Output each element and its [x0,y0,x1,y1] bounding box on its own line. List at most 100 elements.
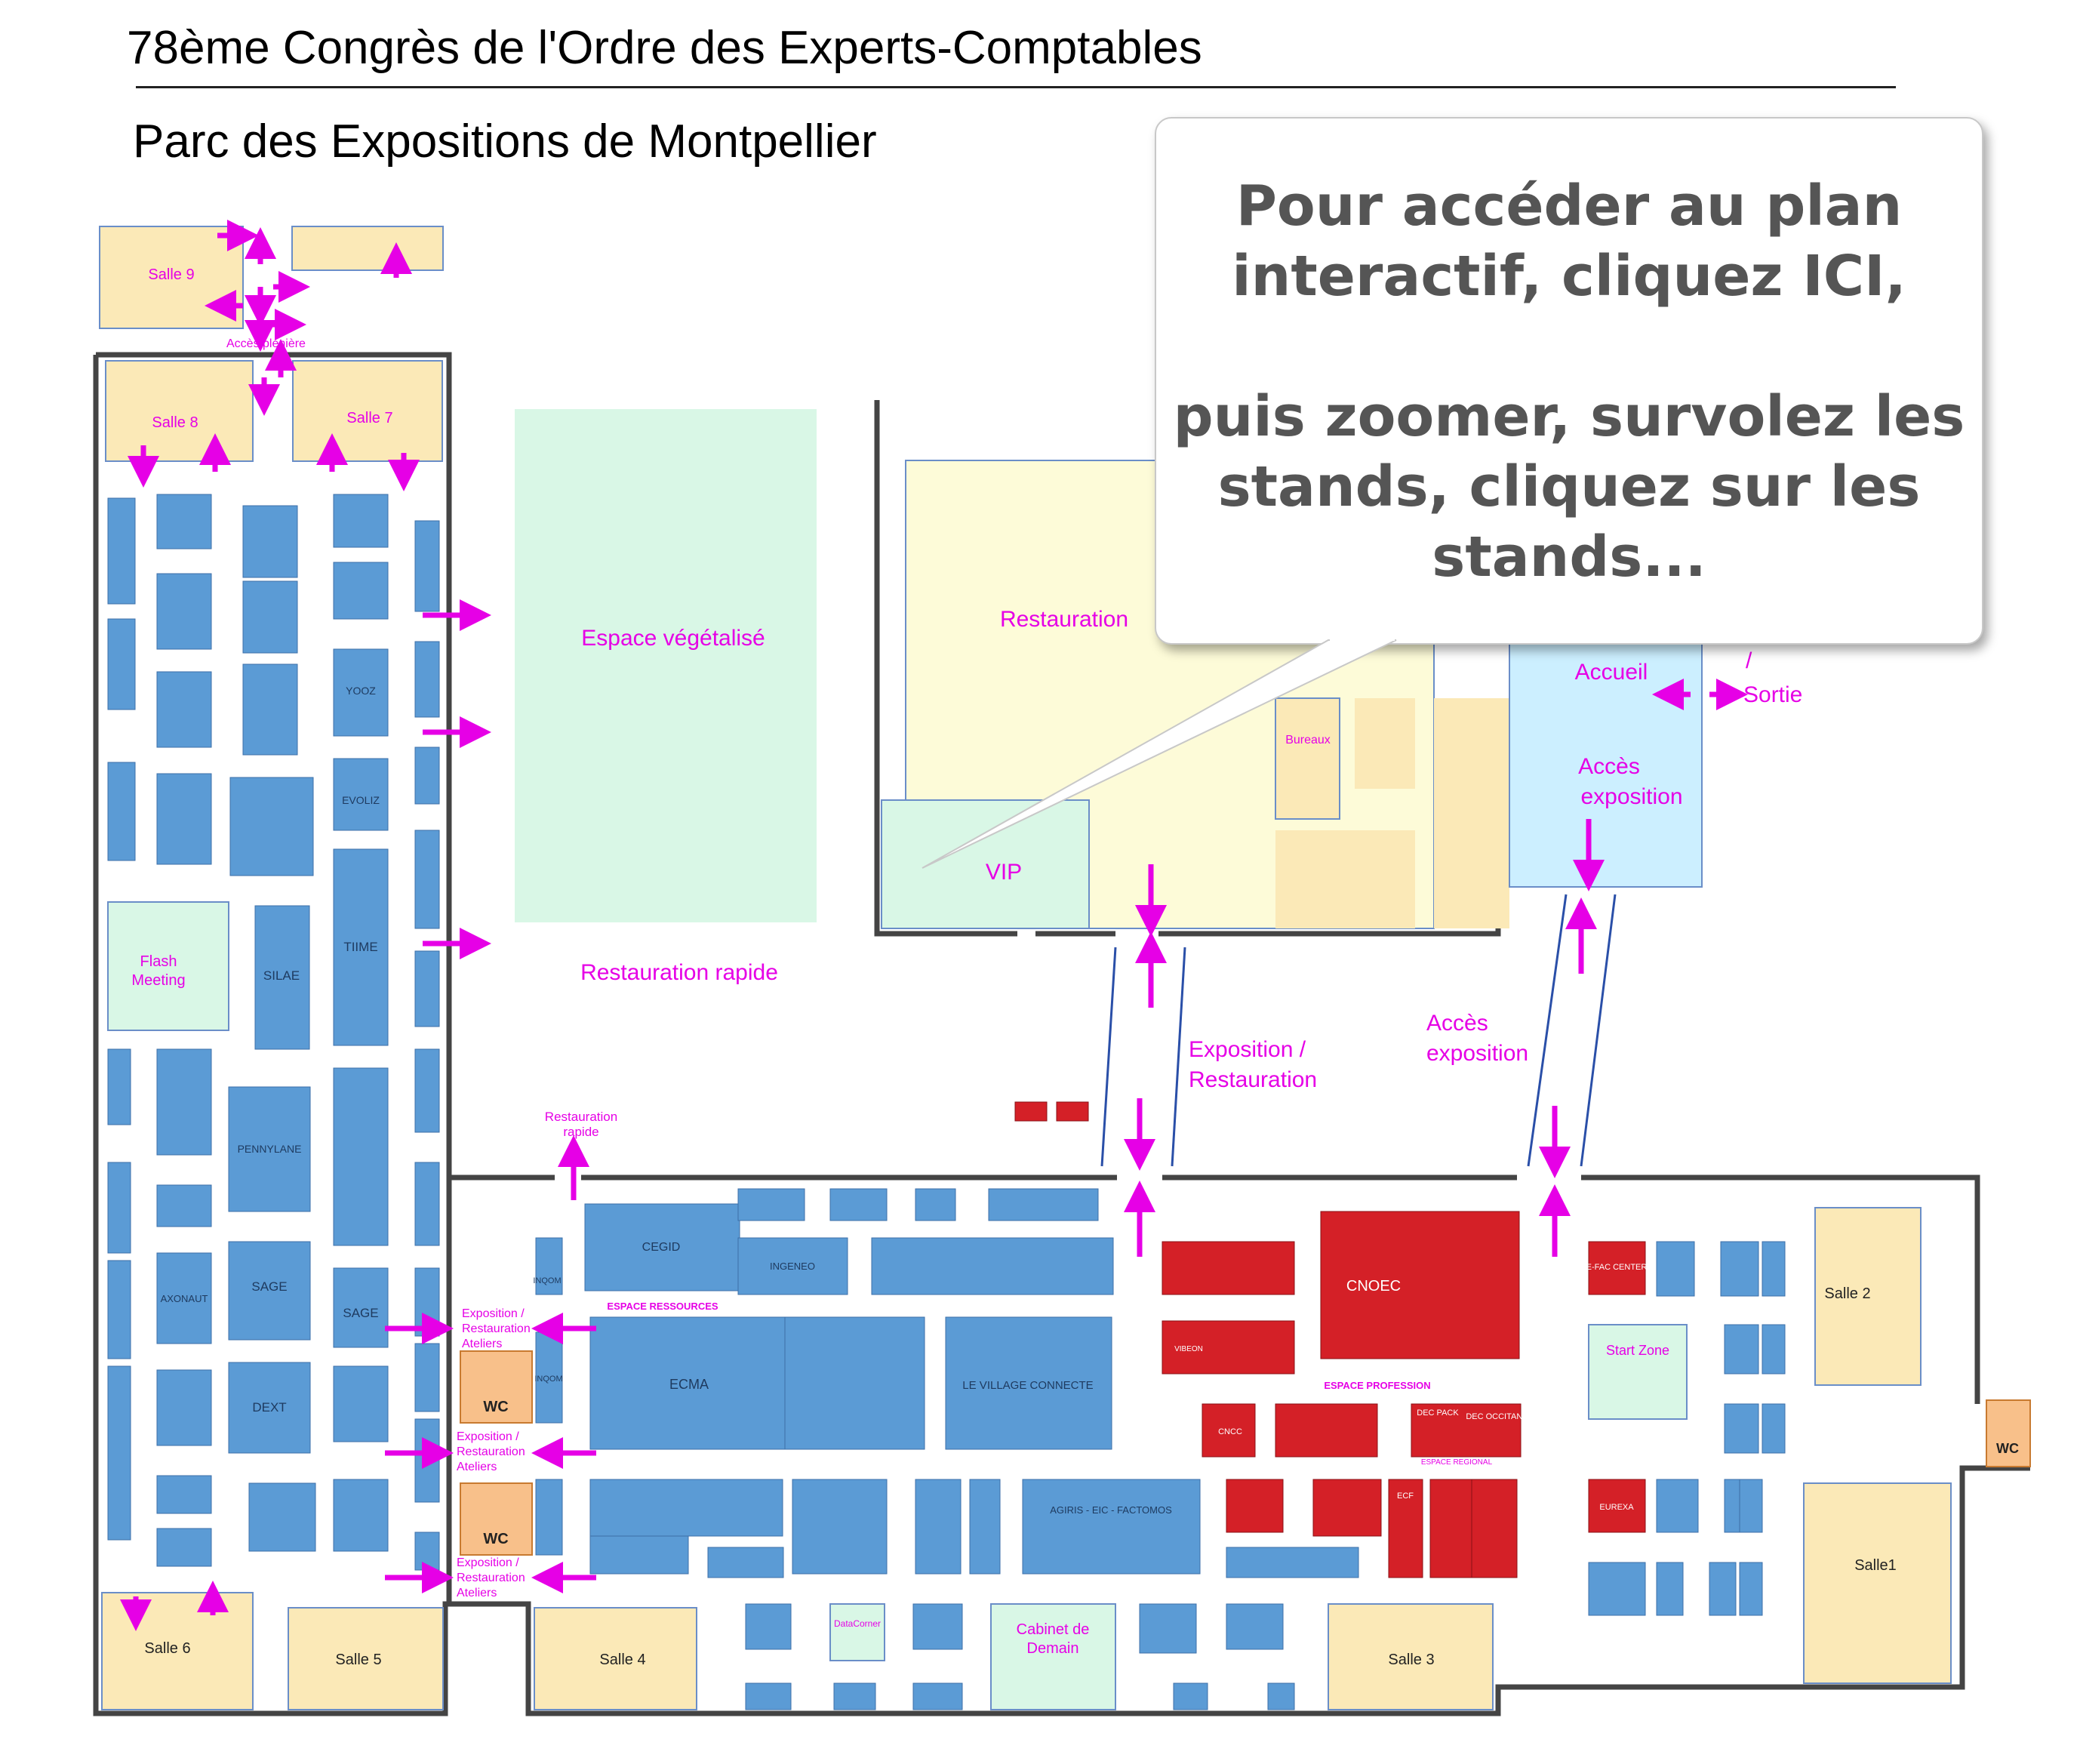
stand-r14[interactable] [1739,1562,1763,1616]
stand-ingeneo[interactable] [737,1237,848,1295]
stand-r1[interactable] [1656,1241,1695,1297]
stand-m20[interactable] [969,1479,1001,1575]
stand-silae[interactable] [254,905,310,1050]
stand-m9[interactable] [988,1188,1099,1221]
stand-sage[interactable] [228,1241,311,1341]
stand-l9[interactable] [242,580,298,654]
room-salle-8[interactable] [105,360,254,462]
stand-r6[interactable] [1656,1479,1699,1533]
stand-red-5[interactable] [1275,1403,1378,1458]
stand-cncc[interactable] [1202,1403,1256,1458]
room-salle-2[interactable] [1814,1207,1922,1386]
stand-r12[interactable] [1762,1403,1786,1454]
stand-r7[interactable] [1588,1562,1646,1616]
stand-l4[interactable] [156,494,212,550]
stand-l45[interactable] [414,1418,440,1503]
stand-dec-pack[interactable] [1411,1403,1522,1458]
stand-m27[interactable] [1139,1603,1197,1654]
stand-m26[interactable] [912,1682,963,1710]
stand-cnoec[interactable] [1320,1211,1520,1359]
left-hall-stands[interactable] [107,494,440,1571]
stand-m3[interactable] [535,1479,563,1556]
stand-l35[interactable] [107,1365,131,1541]
stand-village[interactable] [945,1316,1112,1450]
stand-myunisoft[interactable] [784,1316,925,1450]
stand-l1[interactable] [107,497,136,605]
flash-meeting-zone[interactable] [107,901,229,1031]
stand-cegid[interactable] [584,1203,740,1291]
stand-l34[interactable] [107,1260,131,1359]
stand-l11[interactable] [229,777,314,876]
stand-m16[interactable] [707,1547,784,1578]
stand-r13[interactable] [1739,1479,1763,1533]
stand-m18[interactable] [915,1479,962,1575]
stand-fulll[interactable] [333,1067,389,1246]
stand-m17[interactable] [792,1479,888,1575]
stand-l42[interactable] [414,1162,440,1246]
stand-m23[interactable] [745,1682,792,1710]
accueil-zone[interactable] [1509,633,1703,888]
stand-evoliz-yooz[interactable] [333,648,389,737]
stand-lefebvre[interactable] [589,1479,783,1537]
stand-l39[interactable] [414,830,440,929]
stand-ecf[interactable] [1388,1479,1423,1578]
stand-l18[interactable] [333,1365,389,1442]
stand-l10[interactable] [242,663,298,756]
stand-r8[interactable] [1656,1562,1684,1616]
stand-l38[interactable] [414,747,440,805]
stand-m24[interactable] [912,1603,963,1650]
stand-r9[interactable] [1709,1562,1737,1616]
stand-l29[interactable] [156,1475,212,1514]
interactive-plan-callout[interactable]: Pour accéder au plan interactif, cliquez… [1155,117,1983,645]
stand-e-fac[interactable] [1588,1241,1646,1295]
stand-l8[interactable] [242,505,298,578]
cabinet-demain-zone[interactable] [990,1603,1116,1710]
stand-l36[interactable] [414,520,440,612]
stand-l46[interactable] [414,1532,440,1571]
stand-m22[interactable] [745,1603,792,1650]
stand-r2[interactable] [1720,1241,1759,1297]
stand-l26[interactable] [156,1184,212,1227]
stand-l6[interactable] [156,671,212,748]
stand-l37[interactable] [414,641,440,718]
stand-red-7[interactable] [1226,1479,1284,1533]
stand-l2[interactable] [107,618,136,710]
stand-m29[interactable] [1226,1603,1284,1650]
stand-red-8[interactable] [1312,1479,1382,1537]
stand-r11[interactable] [1762,1324,1786,1375]
room-salle-1[interactable] [1803,1482,1952,1684]
stand-l32[interactable] [107,1048,131,1125]
stand-ilehub[interactable] [871,1237,1114,1295]
room-salle-5[interactable] [288,1607,444,1710]
stand-l5[interactable] [156,573,212,650]
stand-tiime[interactable] [333,848,389,1046]
stand-m28[interactable] [1173,1682,1208,1710]
stand-red-3[interactable] [1162,1320,1295,1375]
stand-red-15[interactable] [1056,1101,1089,1122]
room-salle-7[interactable] [292,360,443,462]
start-zone[interactable] [1588,1324,1688,1420]
stand-m21[interactable] [1226,1547,1359,1578]
stand-dext[interactable] [228,1362,311,1454]
stand-l44[interactable] [414,1343,440,1412]
stand-r3[interactable] [1724,1324,1759,1375]
stand-red-11[interactable] [1471,1479,1518,1578]
stand-m7[interactable] [829,1188,888,1221]
stand-l41[interactable] [414,1048,440,1133]
stand-l19[interactable] [333,1479,389,1552]
stand-r10[interactable] [1762,1241,1786,1297]
data-corner-zone[interactable] [829,1603,885,1661]
stand-red-14[interactable] [1014,1101,1048,1122]
stand-l13[interactable] [333,562,389,620]
stand-l7[interactable] [156,773,212,865]
stand-r4[interactable] [1724,1403,1759,1454]
stand-inqom-a[interactable] [535,1237,563,1295]
room-salle-4[interactable] [534,1607,697,1710]
stand-pennylane[interactable] [228,1086,311,1212]
room-salle-3[interactable] [1328,1603,1494,1710]
stand-axonaut[interactable] [156,1252,212,1344]
stand-m5[interactable] [737,1188,805,1221]
stand-agiris[interactable] [1022,1479,1201,1575]
stand-l30[interactable] [156,1528,212,1567]
stand-l31[interactable] [248,1482,316,1552]
